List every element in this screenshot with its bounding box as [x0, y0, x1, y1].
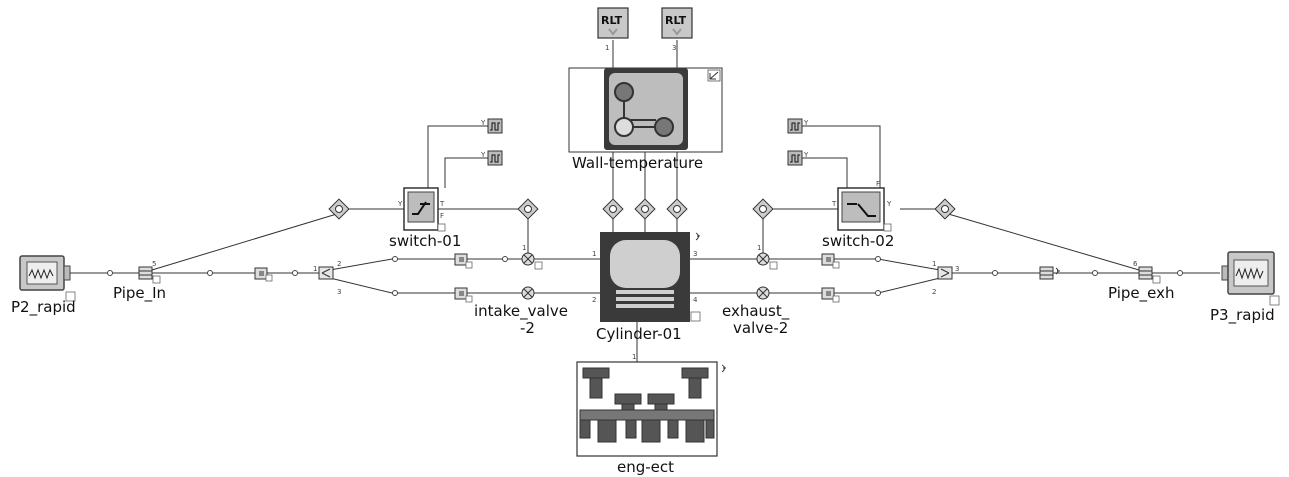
- sensor-left-inner[interactable]: [517, 198, 539, 220]
- p3-rapid-label: P3_rapid: [1210, 306, 1275, 325]
- flowsplit-right-port-3: 3: [955, 265, 959, 273]
- intake-valve-label-1: intake_valve: [474, 302, 568, 321]
- orifice-exhaust-upper[interactable]: [821, 253, 840, 269]
- signal-generator-right-upper[interactable]: Y: [787, 118, 809, 134]
- flow-connectors: [107, 256, 1183, 296]
- pipe-exh-segment[interactable]: [1039, 266, 1060, 280]
- exhaust-valve-1-port: 1: [757, 244, 761, 252]
- signal-generator-icon: [490, 122, 500, 131]
- orifice-left[interactable]: [254, 267, 273, 282]
- rlt-block-left[interactable]: RLT 1: [597, 7, 629, 52]
- rlt-block-right[interactable]: RLT 3: [661, 7, 693, 52]
- cylinder-port-4: 4: [693, 296, 698, 304]
- switch-02-port-y: Y: [886, 200, 892, 208]
- pipe-exh-label: Pipe_exh: [1108, 284, 1174, 303]
- sensor-left-outer[interactable]: [328, 198, 350, 220]
- flowsplit-left-port-2: 2: [337, 260, 341, 268]
- exhaust-valve-1-block[interactable]: 1: [756, 244, 778, 270]
- cylinder-01-block[interactable]: 1 2 3 4 Cylinder-01: [592, 232, 701, 343]
- signal-generator-icon: [790, 122, 800, 131]
- eng-ect-port: 1: [632, 353, 636, 361]
- signal-generator-icon: [790, 154, 800, 163]
- switch-01-label: switch-01: [389, 232, 461, 250]
- exhaust-valve-2-block[interactable]: exhaust_ valve-2: [722, 286, 790, 337]
- switch-01-port-t: T: [439, 200, 445, 208]
- intake-valve-2-block[interactable]: intake_valve -2: [474, 286, 568, 337]
- orifice-intake-upper[interactable]: [454, 253, 473, 269]
- switch-02-port-f: F: [876, 180, 880, 188]
- cylinder-port-2: 2: [592, 296, 596, 304]
- eng-ect-block[interactable]: 1 eng-ect: [576, 353, 726, 476]
- orifice-intake-lower[interactable]: [454, 287, 473, 303]
- signal-gen-left-upper-y: Y: [480, 119, 486, 127]
- cylinder-icon: [610, 240, 680, 288]
- flowsplit-right-port-2: 2: [932, 288, 936, 296]
- sensor-cylinder-1[interactable]: [602, 198, 624, 220]
- pipe-exh-block[interactable]: 6 Pipe_exh: [1108, 260, 1174, 303]
- switch-icon: [847, 203, 876, 217]
- signal-generator-left-lower[interactable]: Y: [480, 150, 503, 166]
- waveform-source-icon: [1235, 267, 1264, 280]
- sensor-right-outer[interactable]: [934, 198, 956, 220]
- rlt-left-port: 1: [605, 44, 609, 52]
- switch-01-port-f: F: [440, 212, 444, 220]
- intake-valve-label-2: -2: [520, 319, 535, 337]
- orifice-exhaust-lower[interactable]: [821, 287, 840, 303]
- flowsplit-left-port-3: 3: [337, 288, 341, 296]
- signal-gen-right-upper-y: Y: [803, 119, 809, 127]
- switch-02-label: switch-02: [822, 232, 894, 250]
- p2-rapid-block[interactable]: P2_rapid: [11, 255, 76, 317]
- pipe-exh-port: 6: [1133, 260, 1138, 268]
- pipe-icon: [1039, 266, 1054, 280]
- sensor-cylinder-3[interactable]: [666, 198, 688, 220]
- flowsplit-icon: [318, 266, 334, 280]
- p2-rapid-label: P2_rapid: [11, 298, 76, 317]
- flowsplit-icon: [937, 266, 953, 280]
- sensor-cylinder-2[interactable]: [634, 198, 656, 220]
- switch-01-block[interactable]: Y T F switch-01: [389, 187, 461, 250]
- flowsplit-right[interactable]: 1 2 3: [932, 260, 959, 296]
- eng-ect-label: eng-ect: [617, 458, 674, 476]
- switch-icon: [412, 201, 430, 215]
- intake-valve-1-block[interactable]: 1: [521, 244, 543, 270]
- exhaust-valve-label-2: valve-2: [733, 319, 788, 337]
- flowsplit-left-port-1: 1: [313, 265, 317, 273]
- pipe-in-label: Pipe_In: [113, 284, 166, 303]
- waveform-source-icon: [28, 268, 54, 280]
- signal-gen-right-lower-y: Y: [803, 151, 809, 159]
- switch-02-port-t: T: [831, 200, 837, 208]
- signal-generator-left-upper[interactable]: Y: [480, 118, 503, 134]
- cylinder-01-label: Cylinder-01: [596, 325, 682, 343]
- signal-gen-left-lower-y: Y: [480, 151, 486, 159]
- exhaust-valve-label-1: exhaust_: [722, 302, 790, 321]
- sensor-right-inner[interactable]: [752, 198, 774, 220]
- cylinder-port-3: 3: [693, 250, 697, 258]
- pipe-icon: [1138, 266, 1153, 280]
- switch-01-port-y: Y: [397, 200, 403, 208]
- rlt-left-label: RLT: [601, 14, 623, 27]
- flowsplit-left[interactable]: 1 2 3: [313, 260, 341, 296]
- p3-rapid-block[interactable]: P3_rapid: [1210, 251, 1280, 325]
- pipe-in-block[interactable]: 5 Pipe_In: [113, 260, 166, 303]
- pipe-in-port: 5: [152, 260, 156, 268]
- rlt-right-label: RLT: [665, 14, 687, 27]
- signal-generator-right-lower[interactable]: Y: [787, 150, 809, 166]
- wall-temperature-block[interactable]: Wall-temperature: [568, 67, 723, 172]
- cylinder-port-1: 1: [592, 250, 596, 258]
- engine-crank-icon: [579, 367, 715, 443]
- pipe-icon: [138, 266, 153, 280]
- switch-02-block[interactable]: T F Y switch-02: [822, 180, 894, 250]
- signal-generator-icon: [490, 154, 500, 163]
- flowsplit-right-port-1: 1: [932, 260, 936, 268]
- rlt-right-port: 3: [672, 44, 676, 52]
- intake-valve-1-port: 1: [522, 244, 526, 252]
- wall-temperature-label: Wall-temperature: [572, 154, 703, 172]
